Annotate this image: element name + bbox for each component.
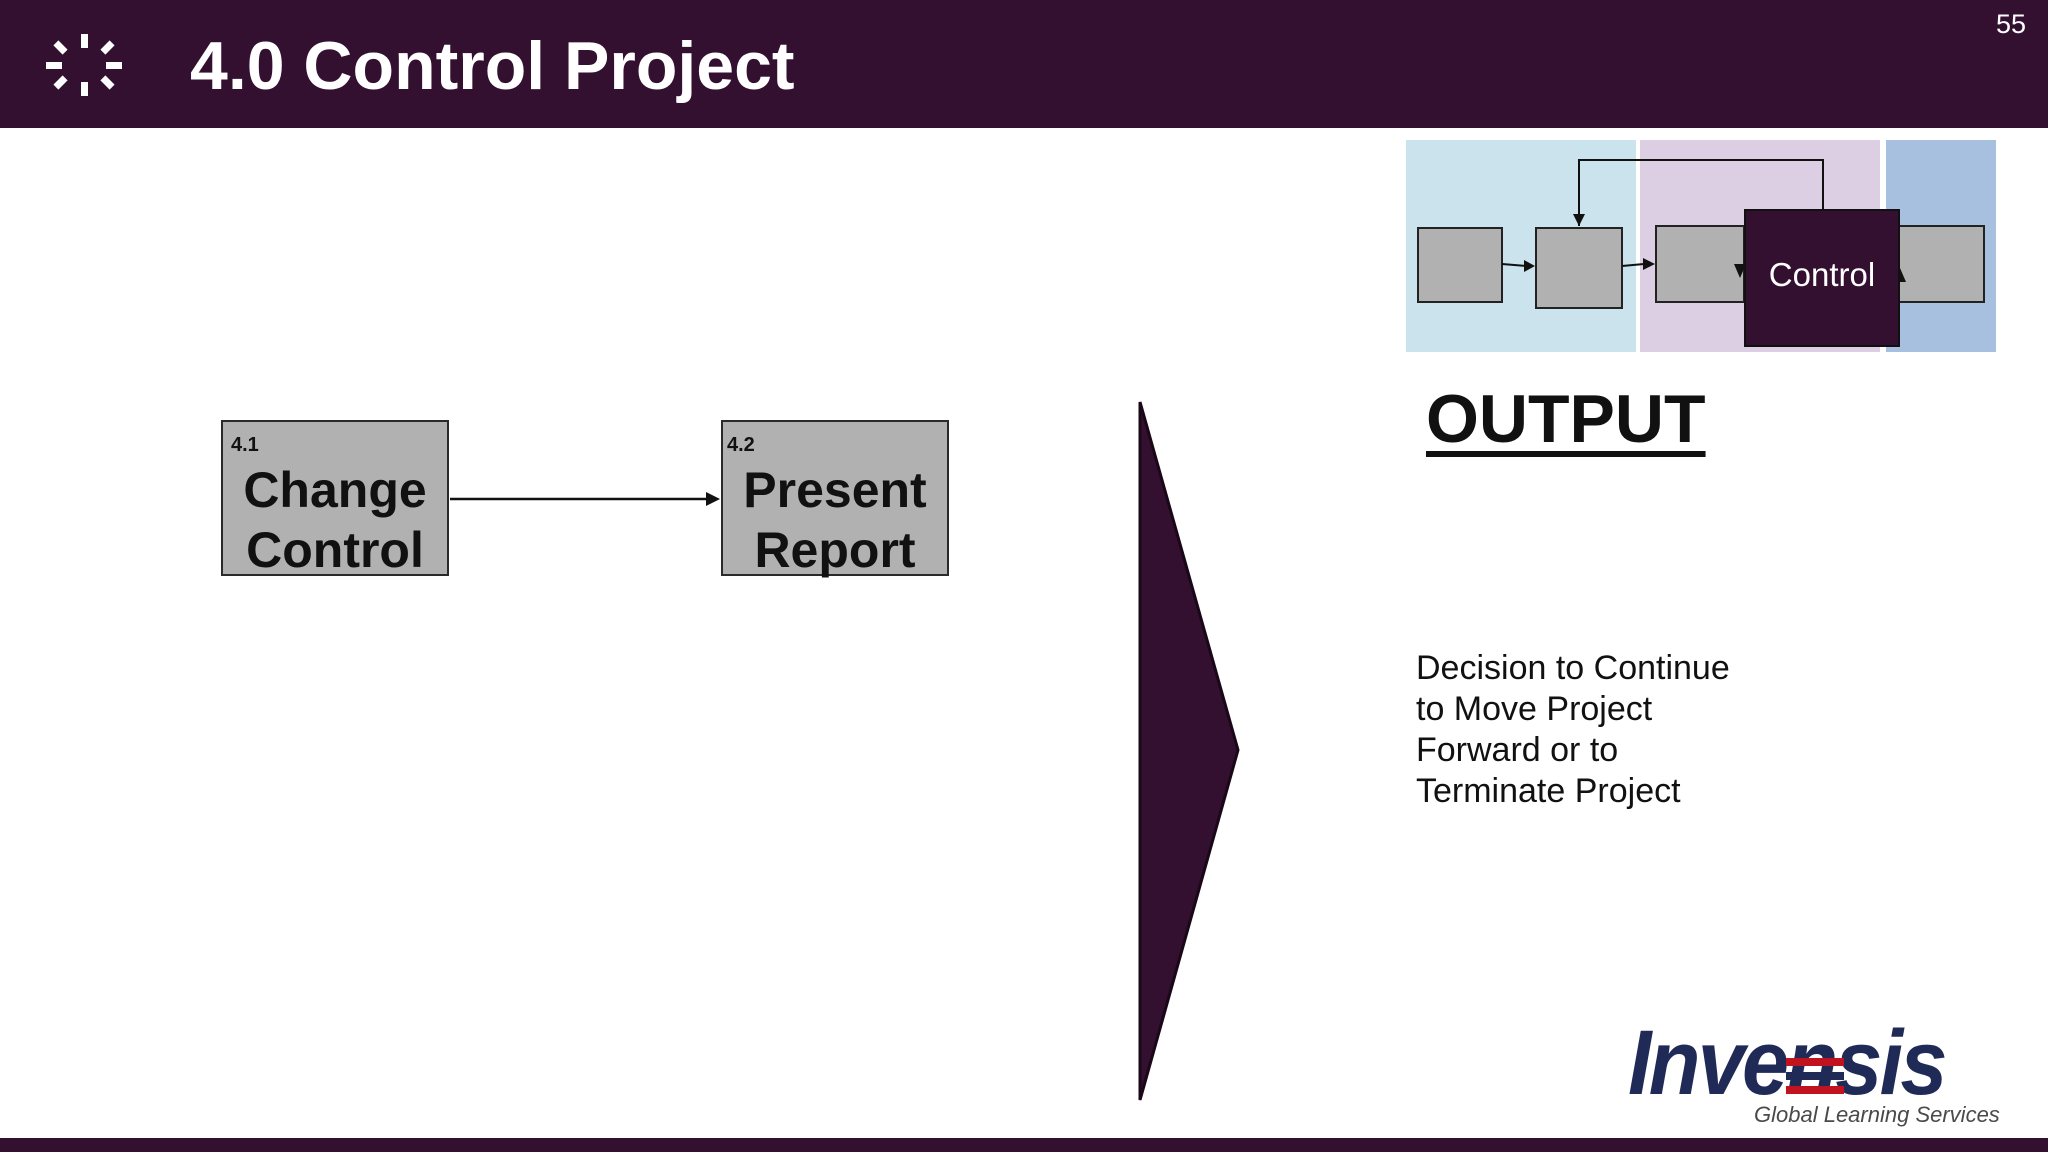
step-label-line-2: Control [246, 522, 424, 578]
footer-bar [0, 1138, 2048, 1152]
step-number: 4.1 [231, 434, 259, 456]
sparkle-icon [46, 34, 122, 96]
output-heading: OUTPUT [1426, 381, 1706, 457]
divider-chevron [1138, 401, 1240, 1101]
step-label: Present Report [723, 460, 947, 580]
phase-current-label: Control [1769, 256, 1875, 293]
slide-number: 55 [1995, 9, 2026, 39]
output-line: Decision to Continue [1416, 649, 1730, 687]
logo-tagline: Global Learning Services [1754, 1102, 2000, 1127]
output-description: Decision to Continue to Move Project For… [1416, 648, 1836, 812]
output-line: Terminate Project [1416, 772, 1681, 810]
step-label-line-1: Present [743, 462, 927, 518]
step-label-line-2: Report [754, 522, 916, 578]
flow-arrow [450, 492, 720, 506]
phase-map: Control [1406, 140, 1996, 352]
output-line: Forward or to [1416, 731, 1619, 769]
phase-current-box [1744, 209, 1900, 347]
step-number: 4.2 [727, 434, 755, 456]
page-title: 4.0 Control Project [190, 28, 795, 104]
invensis-logo: Invensis Global Learning Services [1628, 1012, 2036, 1132]
phase-step-box [1535, 227, 1623, 309]
process-box-change-control: 4.1 Change Control [221, 420, 449, 578]
phase-step-box [1655, 225, 1745, 303]
process-box-present-report: 4.2 Present Report [721, 420, 949, 578]
phase-step-box [1897, 225, 1985, 303]
step-label: Change Control [223, 460, 447, 580]
step-label-line-1: Change [243, 462, 427, 518]
header-bar: 4.0 Control Project 55 [0, 0, 2048, 128]
logo-accent-icon [1786, 1058, 1844, 1094]
phase-step-box [1417, 227, 1503, 303]
output-line: to Move Project [1416, 690, 1653, 728]
